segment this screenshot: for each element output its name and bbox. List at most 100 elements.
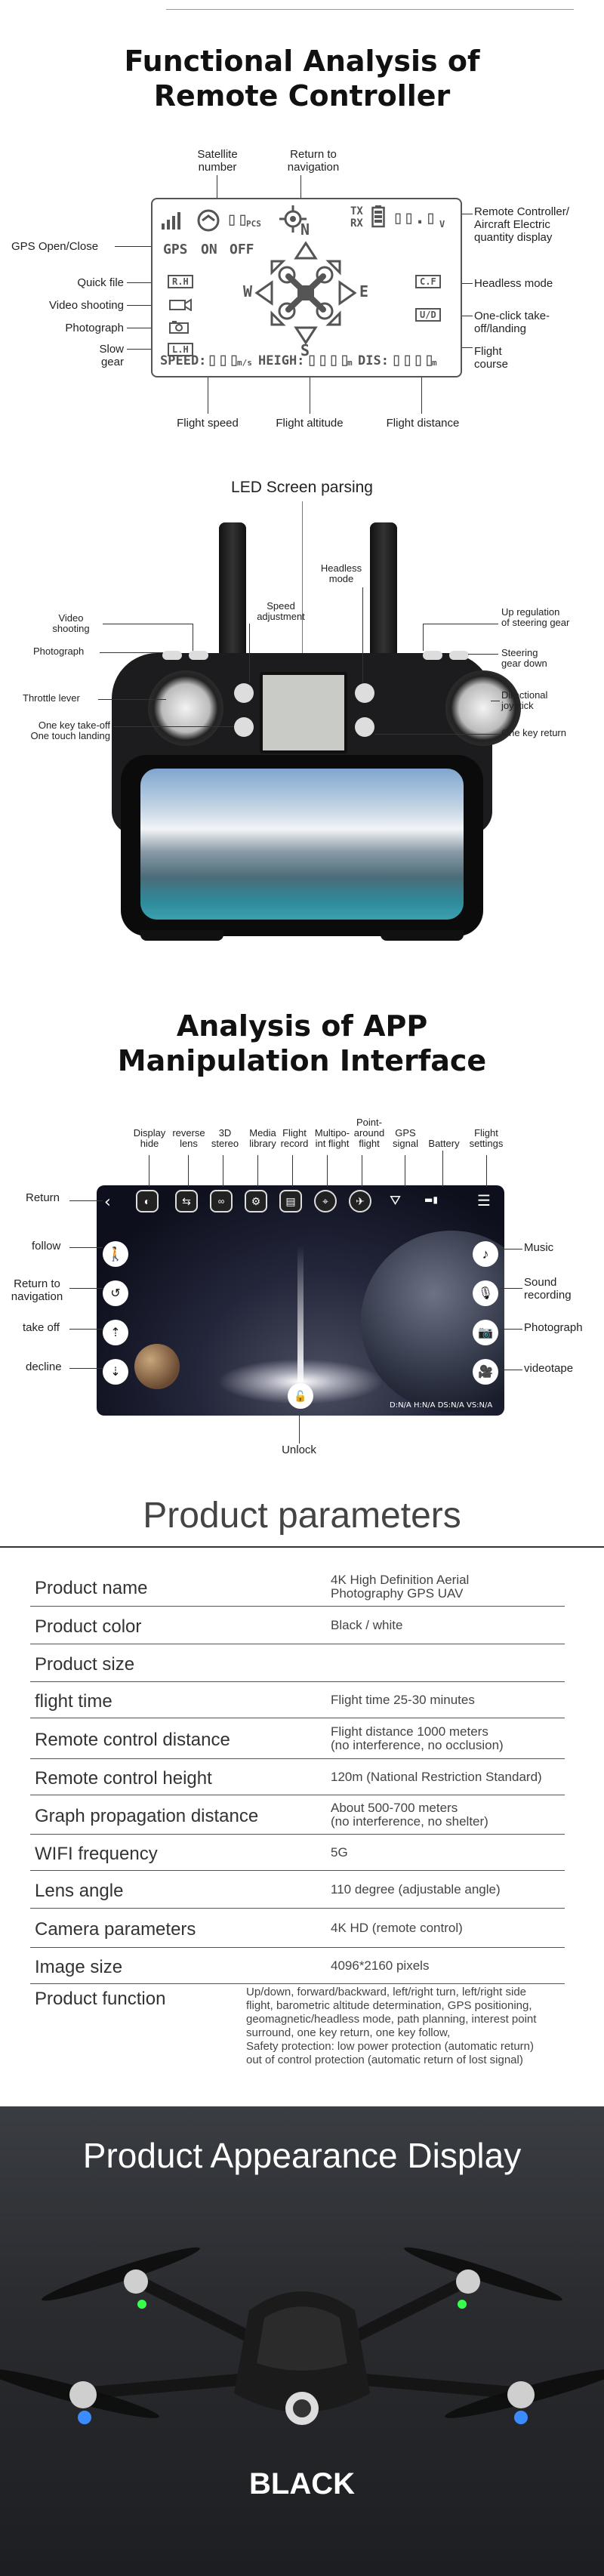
params-title: Product parameters — [143, 1496, 461, 1536]
follow-icon[interactable]: 🚶 — [103, 1241, 128, 1267]
label-video-shooting: Video shooting — [49, 299, 124, 312]
multipoint-flight-icon[interactable]: ⌖ — [314, 1190, 337, 1213]
leader-line — [486, 1155, 487, 1187]
lcd-height: HEIGH: — [258, 353, 305, 368]
drone-image — [0, 2247, 604, 2425]
lcd-pcs: PCS — [246, 219, 261, 229]
app-label-reverse-lens: reverse lens — [172, 1127, 205, 1149]
section1-title-line1: Functional Analysis of — [124, 45, 480, 78]
lcd-w: W — [243, 282, 253, 300]
remote-button — [449, 651, 469, 660]
reverse-lens-icon[interactable]: ⇆ — [175, 1190, 198, 1213]
section2-title-line2: Manipulation Interface — [117, 1044, 487, 1077]
left-stick — [148, 670, 223, 746]
leader-line — [115, 246, 163, 247]
param-name: Remote control height — [35, 1768, 212, 1789]
lcd-height-unit: m — [347, 358, 353, 368]
leader-line — [500, 1329, 522, 1330]
settings-menu-icon[interactable]: ☰ — [477, 1191, 491, 1209]
media-library-icon[interactable]: ⚙ — [245, 1190, 267, 1213]
remote-button — [234, 683, 254, 703]
compass-drone-icon — [254, 241, 357, 345]
decline-icon[interactable]: ⇣ — [103, 1359, 128, 1385]
leader-line — [69, 1288, 103, 1289]
appearance-section: Product Appearance Display BLACK — [0, 2106, 604, 2576]
lcd-gps: GPS — [163, 242, 188, 257]
display-hide-icon[interactable]: ◐ — [136, 1190, 159, 1213]
app-label-media-library: Media library — [249, 1127, 276, 1149]
take-off-icon[interactable]: ⇡ — [103, 1320, 128, 1345]
remote-label-up-regulation: Up regulation of steering gear — [501, 606, 570, 628]
app-screen: ‹ ◐ ⇆ ∞ ⚙ ▤ ⌖ ✈ ⛛ ▬▮ ☰ 🚶 ↺ ⇡ ⇣ ♪ 🎙 📷 🎥 🔓… — [97, 1185, 504, 1416]
music-icon[interactable]: ♪ — [473, 1241, 498, 1267]
lcd-dis-unit: m — [432, 358, 437, 368]
foot-left — [140, 930, 223, 941]
remote-label-directional-joystick: Directional joystick — [501, 689, 548, 711]
param-value: 4K High Definition Aerial Photography GP… — [331, 1573, 470, 1601]
param-name: Product size — [35, 1654, 135, 1675]
lcd-tx: TX — [350, 205, 363, 217]
remote-label-photograph: Photograph — [33, 646, 85, 657]
param-value: Flight distance 1000 meters (no interfer… — [331, 1724, 504, 1752]
videotape-icon[interactable]: 🎥 — [473, 1359, 498, 1385]
param-name: Product name — [35, 1578, 148, 1598]
label-flight-course: Flight course — [474, 345, 509, 371]
leader-line — [327, 1155, 328, 1187]
label-quick-file: Quick file — [77, 276, 124, 289]
lcd-cf: C.F — [415, 275, 441, 288]
video-camera-icon — [169, 298, 192, 311]
param-value: 110 degree (adjustable angle) — [331, 1882, 501, 1897]
remote-button — [234, 717, 254, 737]
photograph-icon[interactable]: 📷 — [473, 1320, 498, 1345]
label-remote-quantity: Remote Controller/ Aircraft Electric qua… — [474, 205, 569, 244]
lcd-speed: SPEED: — [160, 353, 207, 368]
remote-label-speed-adjustment: Speed adjustment — [257, 600, 305, 622]
unlock-icon[interactable]: 🔓 — [288, 1383, 313, 1409]
param-name: Image size — [35, 1957, 123, 1977]
leader-line — [69, 1329, 103, 1330]
app-label-3d-stereo: 3D stereo — [211, 1127, 239, 1149]
param-name: Product function — [35, 1989, 166, 2009]
param-name: Camera parameters — [35, 1919, 196, 1940]
label-slow-gear: Slow gear — [99, 343, 124, 368]
app-label-videotape: videotape — [524, 1362, 574, 1375]
leader-line — [468, 654, 498, 655]
label-return-to-navigation: Return to navigation — [287, 148, 340, 174]
remote-label-one-key-takeoff: One key take-off One touch landing — [30, 719, 110, 741]
label-flight-altitude: Flight altitude — [276, 417, 344, 430]
lcd-dis-digits: ▯▯▯▯ — [391, 349, 435, 370]
lcd-speed-digits: ▯▯▯ — [207, 349, 240, 370]
remote-label-headless-mode: Headless mode — [320, 562, 362, 584]
lcd-e: E — [359, 282, 369, 300]
leader-line — [300, 175, 301, 205]
lcd-pcs-digits: ▯▯ — [226, 208, 248, 230]
back-chevron-icon[interactable]: ‹ — [104, 1193, 111, 1212]
3d-stereo-icon[interactable]: ∞ — [210, 1190, 233, 1213]
label-one-click: One-click take- off/landing — [474, 310, 550, 335]
param-value: 5G — [331, 1845, 348, 1860]
signal-icon — [162, 212, 180, 230]
leader-line — [100, 652, 163, 653]
remote-button — [162, 651, 182, 660]
lcd-rx: RX — [350, 217, 363, 230]
foot-right — [381, 930, 464, 941]
return-to-navigation-icon[interactable]: ↺ — [103, 1280, 128, 1306]
lcd-voltage-digits: ▯▯.▯ — [393, 207, 436, 228]
app-label-point-around: Point- around flight — [353, 1117, 385, 1149]
planet-left — [134, 1344, 180, 1389]
point-around-icon[interactable]: ✈ — [349, 1190, 371, 1213]
sound-recording-icon[interactable]: 🎙 — [473, 1280, 498, 1306]
label-photograph: Photograph — [65, 322, 124, 334]
flight-record-icon[interactable]: ▤ — [279, 1190, 302, 1213]
leader-line — [442, 1151, 443, 1187]
led-screen-parsing: LED Screen parsing — [231, 479, 373, 496]
app-label-decline: decline — [26, 1360, 62, 1373]
app-label-music: Music — [524, 1241, 554, 1254]
param-row: Product size — [30, 1644, 565, 1682]
leader-line — [69, 1247, 103, 1248]
light-beam — [297, 1246, 304, 1382]
leader-line — [113, 726, 234, 727]
